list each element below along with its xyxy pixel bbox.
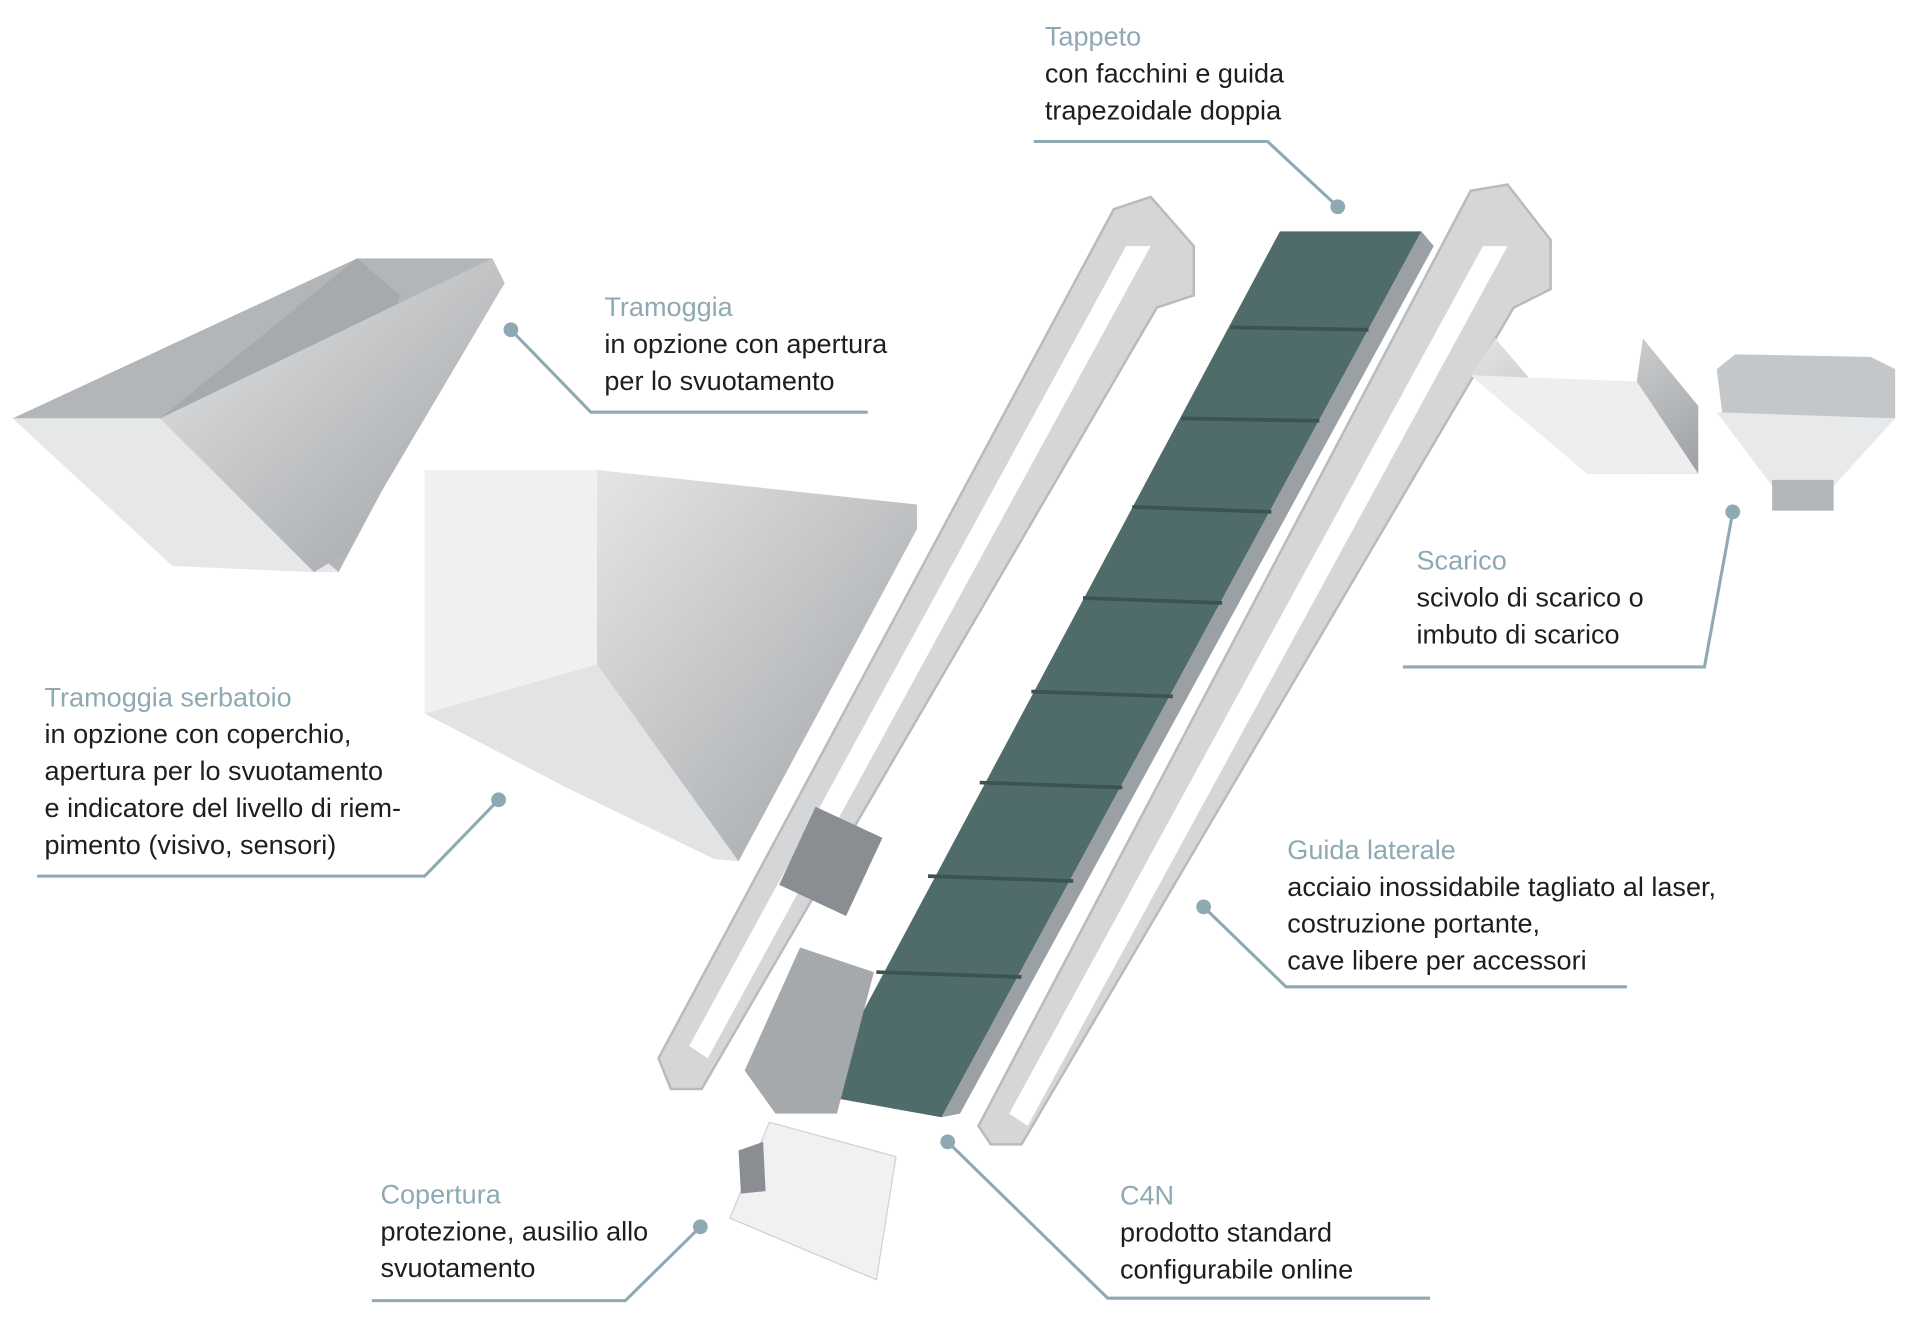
callout-text: pimento (visivo, sensori) [45,829,337,860]
callout-text: in opzione con apertura [604,328,888,359]
callout-dot [503,322,519,338]
callout-text: trapezoidale doppia [1045,94,1282,125]
callout-text: prodotto standard [1120,1217,1332,1248]
callout-dot [491,792,506,808]
leader-line [1402,511,1735,669]
leader-line [509,328,868,414]
discharge-funnel-image [1716,354,1896,511]
callout-dot [692,1219,708,1235]
callout-text: apertura per lo svuotamento [45,755,383,786]
callout-title: Scarico [1417,545,1507,576]
callout-copertura: Copertura protezione, ausilio allo svuot… [371,1178,708,1303]
cover-image [729,1121,897,1281]
callout-c4n: C4N prodotto standard configurabile onli… [940,1134,1431,1300]
right-side-rail-image [977,183,1552,1146]
callout-title: Tappeto [1045,21,1141,52]
callout-text: protezione, ausilio allo [380,1215,648,1246]
callout-guida-laterale: Guida laterale acciaio inossidabile tagl… [1196,834,1716,989]
callout-text: in opzione con coperchio, [45,718,352,749]
callout-text: cave libere per accessori [1287,945,1586,976]
callout-title: Tramoggia serbatoio [45,681,292,712]
callout-scarico: Scarico scivolo di scarico o imbuto di s… [1402,504,1741,669]
callout-text: scivolo di scarico o [1417,582,1644,613]
callout-tappeto: Tappeto con facchini e guida trapezoidal… [1033,21,1346,215]
callout-text: svuotamento [380,1252,535,1283]
leader-line [37,798,500,878]
callout-text: con facchini e guida [1045,57,1285,88]
discharge-chute-image [1470,338,1699,474]
callout-dot [1196,899,1212,915]
callout-title: Guida laterale [1287,834,1456,865]
tank-hopper-image [424,470,917,862]
callout-text: acciaio inossidabile tagliato al laser, [1287,871,1716,902]
callout-dot [940,1134,956,1150]
callout-title: Tramoggia [604,291,733,322]
leader-line [1202,905,1627,989]
callout-tramoggia-serbatoio: Tramoggia serbatoio in opzione con coper… [37,681,506,878]
callout-tramoggia: Tramoggia in opzione con apertura per lo… [503,291,888,414]
callout-text: configurabile online [1120,1253,1353,1284]
callout-text: per lo svuotamento [604,365,834,396]
callout-title: C4N [1120,1180,1174,1211]
leader-line [1033,139,1339,208]
callout-text: costruzione portante, [1287,908,1540,939]
conveyor-belt-image [818,231,1434,1118]
callout-text: imbuto di scarico [1417,619,1620,650]
callout-text: e indicatore del livello di riem- [45,792,401,823]
hopper-image [12,258,505,573]
leader-line [371,1225,702,1303]
callout-dot [1725,504,1741,520]
leader-line [946,1140,1431,1300]
motor-image [744,806,883,1114]
callout-title: Copertura [380,1178,501,1209]
callout-dot [1330,199,1346,215]
